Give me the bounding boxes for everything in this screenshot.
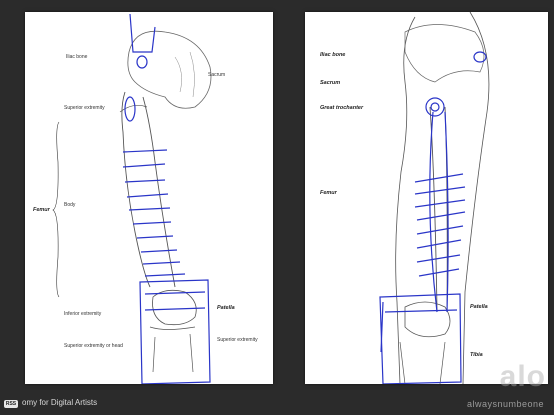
right-anatomy-page: Iliac bone Sacrum Great trochanter Femur…	[305, 12, 548, 384]
label-patella-side: Patella	[470, 304, 488, 310]
rss-logo: RSS	[4, 400, 18, 408]
bottom-bar	[0, 394, 554, 415]
front-femur-drawing	[52, 13, 212, 384]
label-iliac-bone: Iliac bone	[66, 54, 88, 60]
video-title: omy for Digital Artists	[22, 398, 98, 407]
watermark-logo: alo	[499, 360, 546, 393]
label-superior-extremity-right: Superior extremity	[217, 337, 258, 343]
label-body: Body	[64, 202, 76, 208]
label-tibia: Tibia	[470, 352, 483, 358]
watermark-text: alwaysnumbeone	[466, 399, 544, 409]
label-superior-extremity-head: Superior extremity or head	[64, 343, 123, 349]
left-anatomy-page: Iliac bone Sacrum Superior extremity Fem…	[25, 12, 273, 384]
label-femur: Femur	[33, 207, 50, 213]
label-sacrum: Sacrum	[208, 72, 226, 78]
label-patella: Patella	[217, 305, 235, 311]
label-iliac-bone-side: Iliac bone	[320, 52, 346, 58]
side-femur-drawing	[379, 12, 490, 384]
label-femur-side: Femur	[320, 190, 337, 196]
label-great-trochanter: Great trochanter	[320, 105, 364, 111]
label-inferior-extremity: Inferior extremity	[64, 311, 102, 317]
label-superior-extremity: Superior extremity	[64, 105, 105, 111]
label-sacrum-side: Sacrum	[320, 80, 341, 86]
